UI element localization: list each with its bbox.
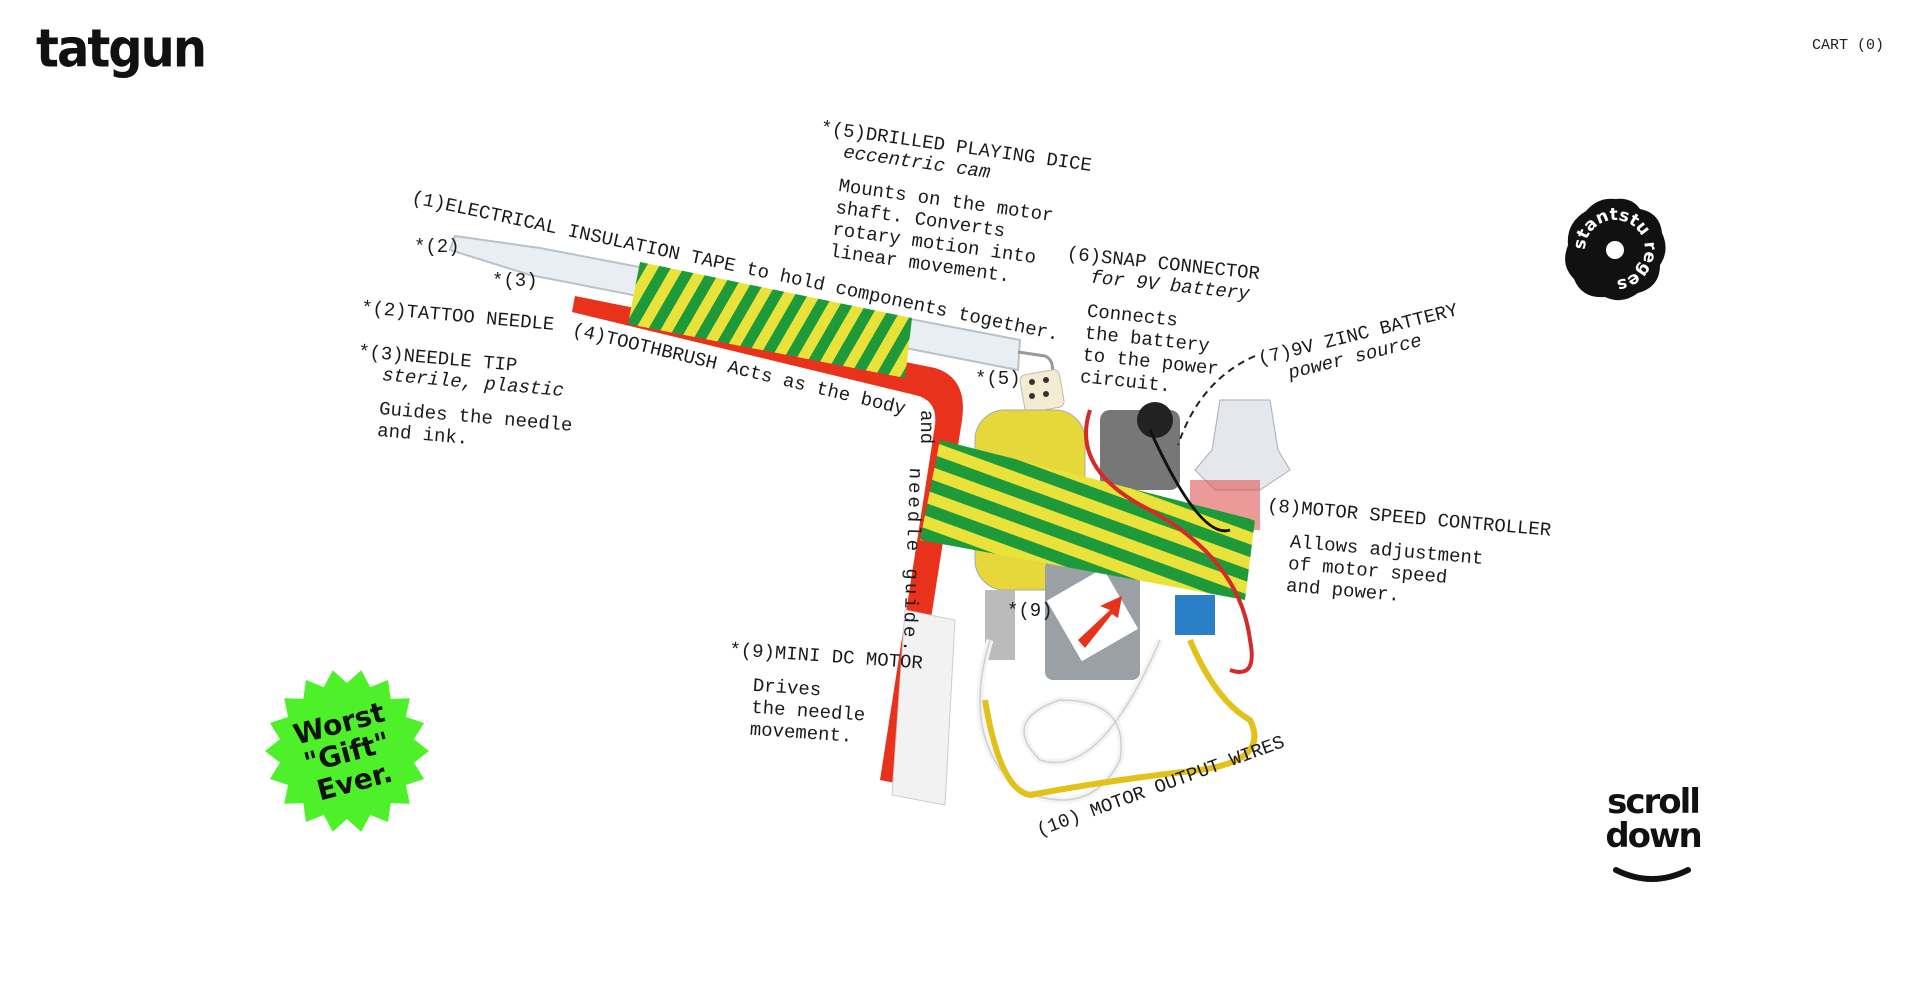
red-wire xyxy=(1084,409,1254,674)
starburst-shape xyxy=(265,670,429,832)
black-wire xyxy=(1148,429,1231,533)
label-snap-connector: (6)SNAP CONNECTOR for 9V battery Connect… xyxy=(1053,243,1261,405)
marker-motor: *(9) xyxy=(1007,600,1053,622)
cart-button[interactable]: CART (0) xyxy=(1811,37,1884,54)
toothbrush-bristles xyxy=(891,609,956,806)
speed-controller xyxy=(1194,399,1291,491)
marker-needle-tip: *(3) xyxy=(492,270,538,292)
marker-needle: *(2) xyxy=(414,236,460,258)
marker-dice: *(5) xyxy=(975,368,1021,390)
scroll-down-hint[interactable]: scroll down xyxy=(1605,782,1702,856)
battery-leader-line xyxy=(1177,355,1256,446)
yellow-wire xyxy=(982,638,1258,799)
studio-stamp-logo: stantstu reges xyxy=(1565,198,1666,301)
potentiometer xyxy=(1175,595,1215,635)
label-needle-tip: *(3)NEEDLE TIP sterile, plastic Guides t… xyxy=(350,341,578,459)
chevron-down-icon[interactable] xyxy=(1612,864,1692,888)
label-description: Drives the needle movement. xyxy=(749,674,866,748)
logo[interactable]: tatgun xyxy=(36,18,207,80)
worst-gift-ever-badge: Worst "Gift" Ever. xyxy=(264,668,430,834)
label-toothbrush-and: and xyxy=(915,410,937,445)
insulation-tape-band xyxy=(920,440,1255,600)
insulation-tape-wrap xyxy=(628,262,912,378)
label-mini-dc-motor: *(9)MINI DC MOTOR Drives the needle move… xyxy=(723,639,924,752)
